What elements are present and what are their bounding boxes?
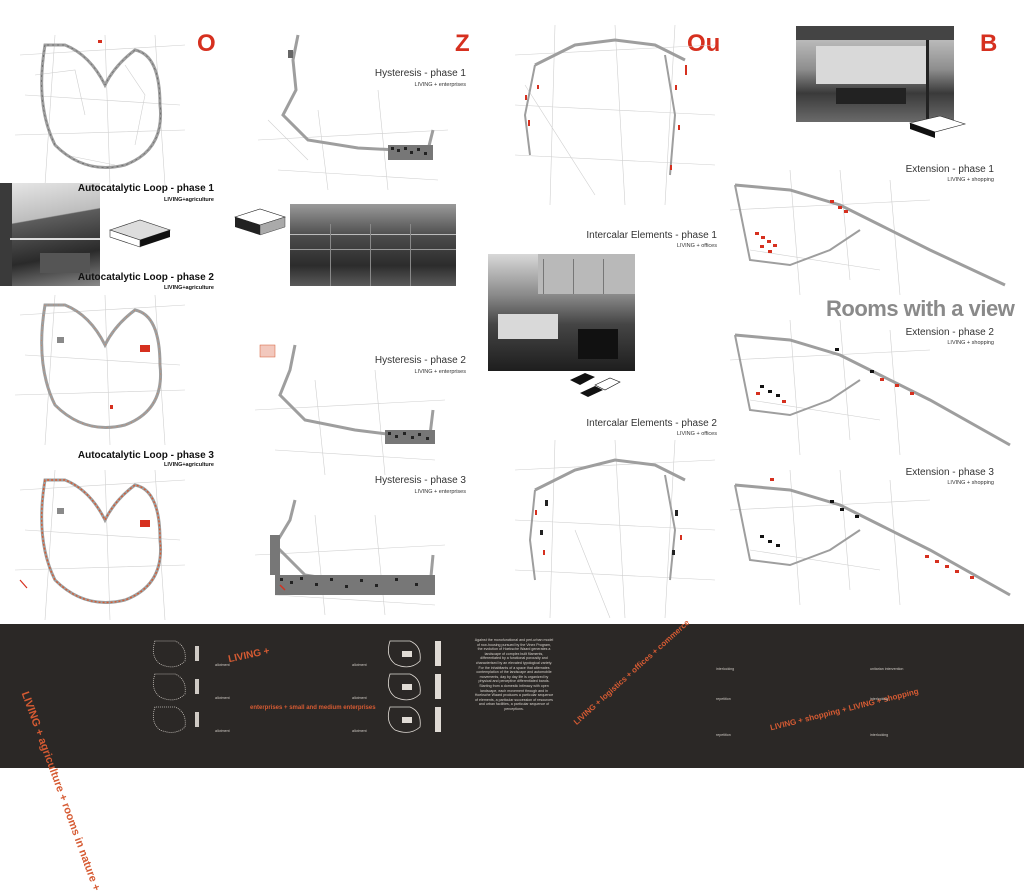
photo-living-room xyxy=(796,26,954,122)
subtitle-ou-phase1: LIVING + offices xyxy=(676,243,717,249)
title-o-phase1: Autocatalytic Loop - phase 1 xyxy=(77,183,214,194)
label-allotment-1: allotment xyxy=(215,663,230,667)
title-z-phase2: Hysteresis - phase 2 xyxy=(374,355,466,366)
axonometric-block-b xyxy=(908,115,967,138)
subtitle-ou-phase2: LIVING + offices xyxy=(676,431,717,437)
map-ou-phase2 xyxy=(515,440,715,618)
heading-rooms-with-a-view: Rooms with a view xyxy=(826,296,1015,321)
map-o-phase3 xyxy=(15,470,186,620)
map-z-phase3 xyxy=(255,499,445,615)
label-repetition-1: repetition xyxy=(716,697,731,701)
label-allotment-4: allotment xyxy=(352,663,367,667)
subtitle-b-phase3: LIVING + shopping xyxy=(947,480,994,486)
label-allotment-6: allotment xyxy=(352,729,367,733)
subtitle-z-phase2: LIVING + enterprises xyxy=(414,369,466,375)
label-interlocking-1: interlocking xyxy=(716,667,735,671)
column-letter-z: Z xyxy=(455,30,470,57)
label-unitarian: unitarian intervention xyxy=(870,667,904,671)
map-z-phase1 xyxy=(258,34,448,190)
strip-paragraph: Against the monofunctional and peri-urba… xyxy=(474,638,554,711)
photo-glass-hall xyxy=(290,204,456,286)
map-z-phase2 xyxy=(255,344,445,475)
diagram-block-loops xyxy=(387,640,441,733)
title-o-phase2: Autocatalytic Loop - phase 2 xyxy=(77,272,214,283)
photo-office xyxy=(488,254,635,371)
subtitle-z-phase3: LIVING + enterprises xyxy=(414,489,466,495)
column-letter-ou: Ou xyxy=(687,30,721,57)
map-b-phase3 xyxy=(730,470,1011,605)
column-letter-o: O xyxy=(197,30,216,57)
label-allotment-3: allotment xyxy=(215,729,230,733)
map-b-phase1 xyxy=(730,170,1006,295)
label-repetition-2: repetition xyxy=(716,733,731,737)
title-z-phase3: Hysteresis - phase 3 xyxy=(374,475,466,486)
map-b-phase2 xyxy=(730,320,1011,455)
title-ou-phase2: Intercalar Elements - phase 2 xyxy=(586,418,717,429)
axonometric-block-z xyxy=(234,208,286,236)
diagram-strip xyxy=(0,624,1024,768)
column-letter-b: B xyxy=(980,30,998,57)
subtitle-b-phase2: LIVING + shopping xyxy=(947,340,994,346)
title-ou-phase1: Intercalar Elements - phase 1 xyxy=(586,230,717,241)
map-ou-phase1 xyxy=(515,25,715,205)
title-b-phase1: Extension - phase 1 xyxy=(905,164,994,175)
subtitle-b-phase1: LIVING + shopping xyxy=(947,177,994,183)
title-b-phase3: Extension - phase 3 xyxy=(905,467,994,478)
diagram-loops xyxy=(152,640,199,733)
title-z-phase1: Hysteresis - phase 1 xyxy=(374,68,466,79)
axonometric-block-o xyxy=(109,219,171,248)
map-o-phase1 xyxy=(15,35,186,185)
subtitle-o-phase2: LIVING+agriculture xyxy=(164,285,214,291)
label-allotment-2: allotment xyxy=(215,696,230,700)
title-b-phase2: Extension - phase 2 xyxy=(905,327,994,338)
subtitle-o-phase1: LIVING+agriculture xyxy=(164,197,214,203)
subtitle-o-phase3: LIVING+agriculture xyxy=(164,462,214,468)
subtitle-z-phase1: LIVING + enterprises xyxy=(414,82,466,88)
photo-terrace xyxy=(0,183,100,286)
curve-text-z-mid: enterprises + small and medium enterpris… xyxy=(250,705,376,711)
axonometric-block-ou xyxy=(570,373,621,397)
label-interlocking-3: interlocking xyxy=(870,733,889,737)
label-interlocking-2: interlocking xyxy=(870,697,889,701)
map-o-phase2 xyxy=(15,295,186,445)
label-allotment-5: allotment xyxy=(352,696,367,700)
title-o-phase3: Autocatalytic Loop - phase 3 xyxy=(77,450,214,461)
